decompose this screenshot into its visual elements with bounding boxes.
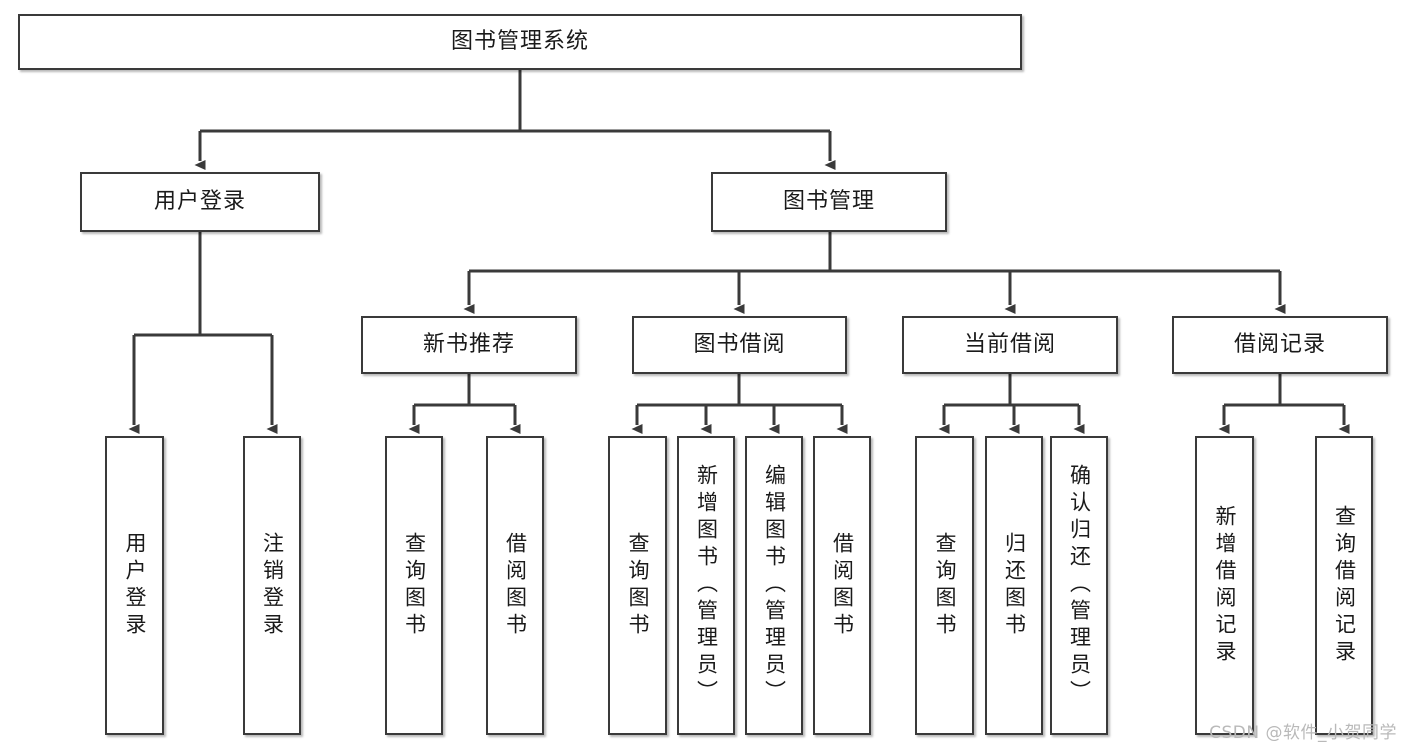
leaf-borrow-query-book[interactable]: 查询图书 (608, 436, 667, 735)
leaf-borrow-edit-book-admin-label: 编辑图书（管理员） (762, 464, 787, 707)
leaf-newbook-borrow-book-label: 借阅图书 (503, 531, 528, 640)
leaf-user-login-label: 用户登录 (123, 531, 148, 640)
leaf-current-confirm-return-admin-label: 确认归还（管理员） (1067, 464, 1092, 707)
leaf-borrow-edit-book-admin[interactable]: 编辑图书（管理员） (745, 436, 803, 735)
node-root-label: 图书管理系统 (450, 28, 589, 54)
leaf-borrow-add-book-admin-label: 新增图书（管理员） (694, 464, 719, 707)
leaf-logout-label: 注销登录 (260, 531, 285, 640)
node-current-borrow[interactable]: 当前借阅 (902, 316, 1118, 374)
leaf-current-return-book[interactable]: 归还图书 (985, 436, 1043, 735)
node-new-book-recommend[interactable]: 新书推荐 (361, 316, 577, 374)
leaf-borrow-add-book-admin[interactable]: 新增图书（管理员） (677, 436, 735, 735)
csdn-watermark: CSDN @软件_小贺同学 (1209, 723, 1397, 743)
leaf-newbook-query-book[interactable]: 查询图书 (385, 436, 443, 735)
leaf-current-query-book-label: 查询图书 (933, 531, 958, 640)
node-current-borrow-label: 当前借阅 (963, 331, 1056, 357)
node-book-borrow[interactable]: 图书借阅 (632, 316, 847, 374)
node-new-book-recommend-label: 新书推荐 (422, 331, 515, 357)
leaf-logout[interactable]: 注销登录 (243, 436, 301, 735)
node-user-login[interactable]: 用户登录 (80, 172, 320, 232)
node-book-management[interactable]: 图书管理 (711, 172, 947, 232)
leaf-record-add-record[interactable]: 新增借阅记录 (1195, 436, 1254, 735)
node-borrow-record[interactable]: 借阅记录 (1172, 316, 1388, 374)
node-book-management-label: 图书管理 (782, 188, 875, 214)
leaf-newbook-borrow-book[interactable]: 借阅图书 (486, 436, 544, 735)
node-book-borrow-label: 图书借阅 (693, 331, 786, 357)
leaf-user-login[interactable]: 用户登录 (105, 436, 164, 735)
leaf-borrow-lend-book-label: 借阅图书 (830, 531, 855, 640)
leaf-borrow-query-book-label: 查询图书 (626, 531, 651, 640)
leaf-record-add-record-label: 新增借阅记录 (1213, 504, 1238, 667)
leaf-borrow-lend-book[interactable]: 借阅图书 (813, 436, 871, 735)
node-user-login-label: 用户登录 (153, 188, 246, 214)
leaf-current-query-book[interactable]: 查询图书 (915, 436, 974, 735)
leaf-current-confirm-return-admin[interactable]: 确认归还（管理员） (1050, 436, 1108, 735)
node-root[interactable]: 图书管理系统 (18, 14, 1022, 70)
node-borrow-record-label: 借阅记录 (1233, 331, 1326, 357)
leaf-record-query-record[interactable]: 查询借阅记录 (1315, 436, 1373, 735)
leaf-newbook-query-book-label: 查询图书 (402, 531, 427, 640)
leaf-current-return-book-label: 归还图书 (1002, 531, 1027, 640)
leaf-record-query-record-label: 查询借阅记录 (1332, 504, 1357, 667)
